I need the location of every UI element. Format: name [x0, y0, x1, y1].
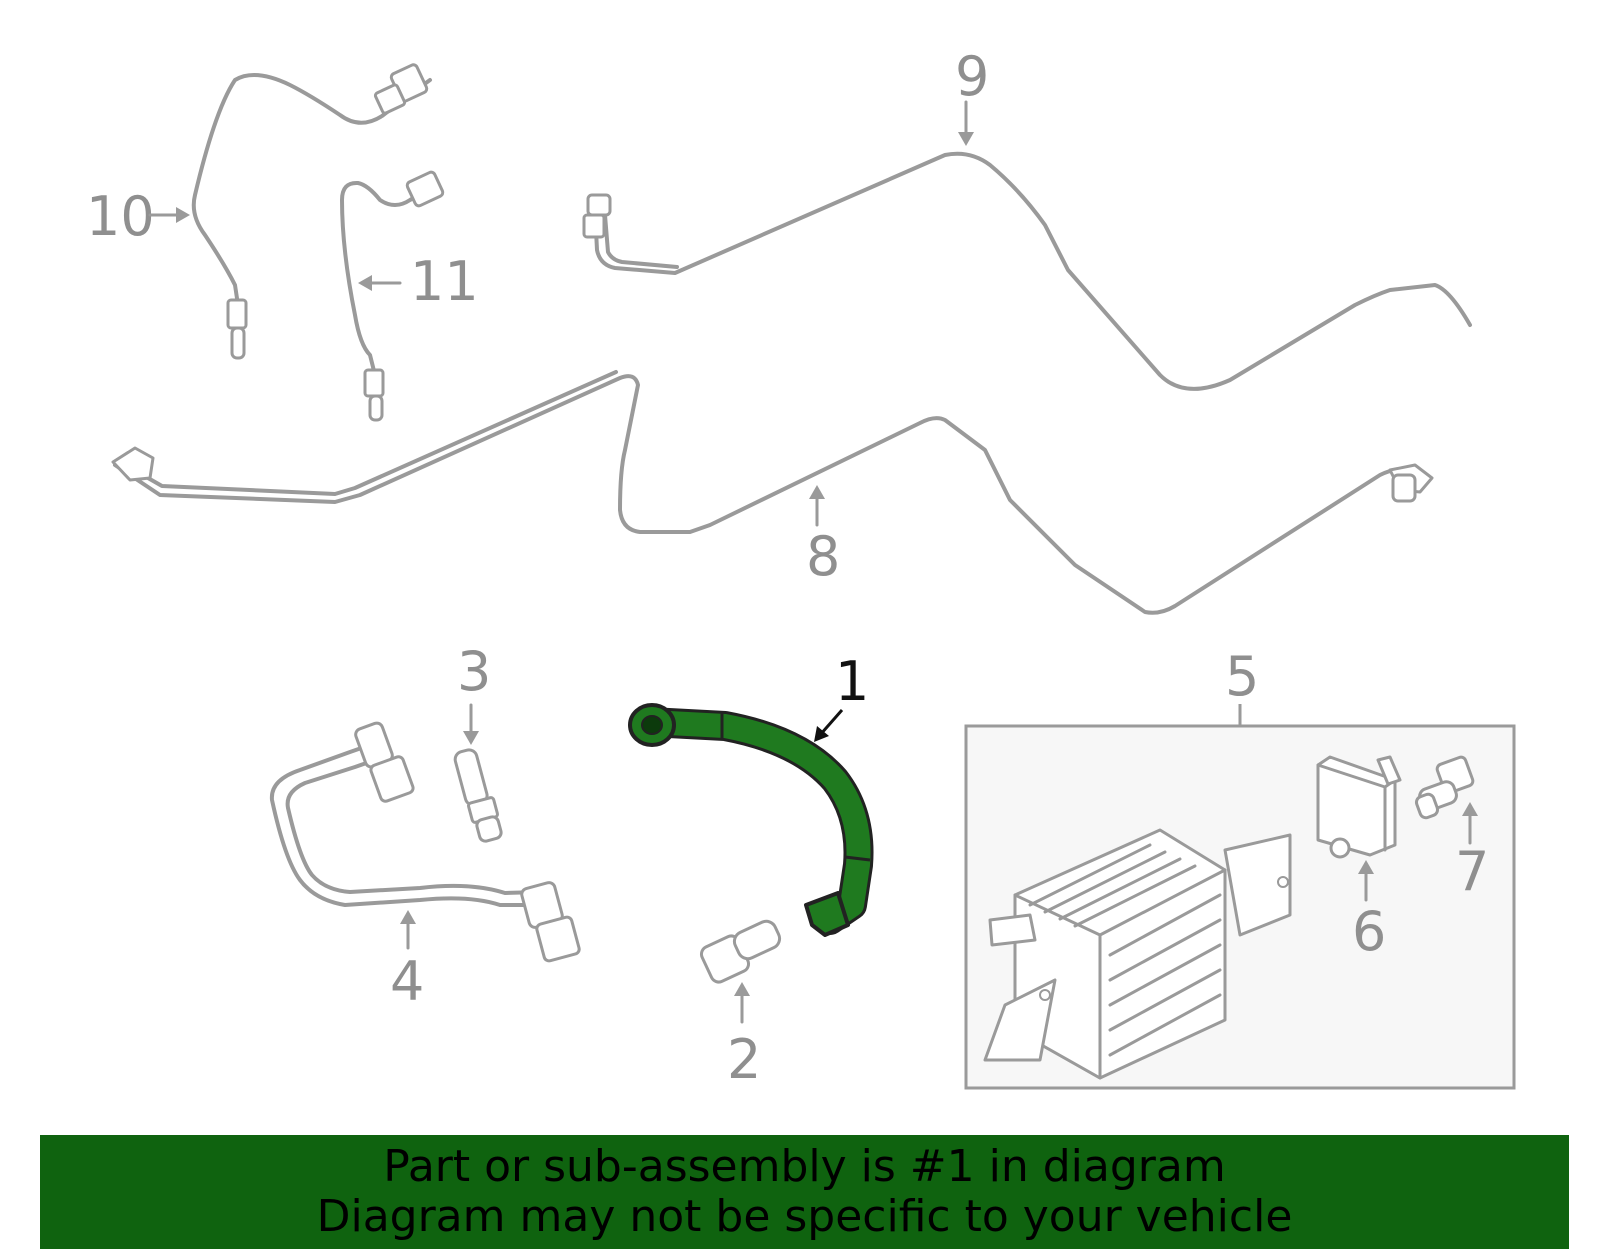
part-2-fitting[interactable]: 2 [699, 918, 783, 1091]
callout-8: 8 [806, 525, 840, 588]
callout-10: 10 [86, 185, 155, 248]
part-5-canister-group[interactable]: 5 [964, 645, 1516, 1090]
callout-4: 4 [390, 950, 424, 1013]
info-banner: Part or sub-assembly is #1 in diagram Di… [40, 1135, 1569, 1249]
callout-5: 5 [1225, 645, 1259, 708]
part-11-oxygen-sensor[interactable]: 11 [340, 170, 479, 422]
callout-2: 2 [727, 1028, 761, 1091]
callout-6: 6 [1352, 900, 1386, 963]
part-6-module[interactable]: 6 [1316, 755, 1402, 963]
part-7-sensor[interactable]: 7 [1414, 755, 1490, 903]
callout-3: 3 [457, 640, 491, 703]
banner-line-2: Diagram may not be specific to your vehi… [316, 1191, 1293, 1242]
part-8-tube[interactable]: 8 [111, 370, 1434, 615]
part-1-hose-highlighted[interactable]: 1 [628, 650, 874, 937]
callout-1: 1 [835, 650, 869, 713]
callout-11: 11 [410, 250, 479, 313]
part-9-tube[interactable]: 9 [582, 45, 1472, 391]
part-10-oxygen-sensor[interactable]: 10 [86, 63, 432, 360]
part-4-hose[interactable]: 4 [269, 721, 581, 1013]
callout-9: 9 [955, 45, 989, 108]
callout-7: 7 [1455, 840, 1489, 903]
part-3-sensor[interactable]: 3 [453, 640, 503, 843]
banner-line-1: Part or sub-assembly is #1 in diagram [383, 1141, 1226, 1192]
